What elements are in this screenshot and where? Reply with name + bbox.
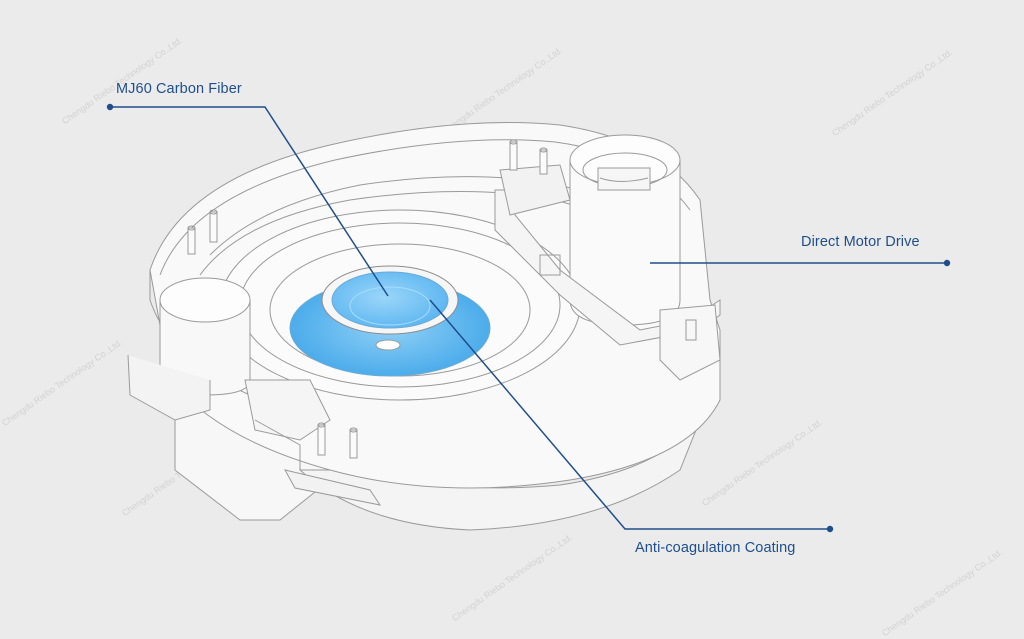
callout-line-carbon-fiber — [110, 106, 389, 297]
callout-line-coating — [429, 299, 830, 530]
callout-lines — [110, 106, 947, 530]
lens-assembly — [289, 265, 491, 377]
callout-dot-carbon-fiber — [106, 103, 114, 111]
callout-dot-motor-drive — [943, 259, 951, 267]
callout-anchors — [106, 103, 951, 533]
callout-label-coating: Anti-coagulation Coating — [635, 540, 796, 556]
callout-dot-coating — [826, 525, 834, 533]
callout-label-motor-drive: Direct Motor Drive — [801, 234, 920, 250]
callout-label-carbon-fiber: MJ60 Carbon Fiber — [116, 81, 242, 97]
mounting-posts — [187, 139, 548, 459]
